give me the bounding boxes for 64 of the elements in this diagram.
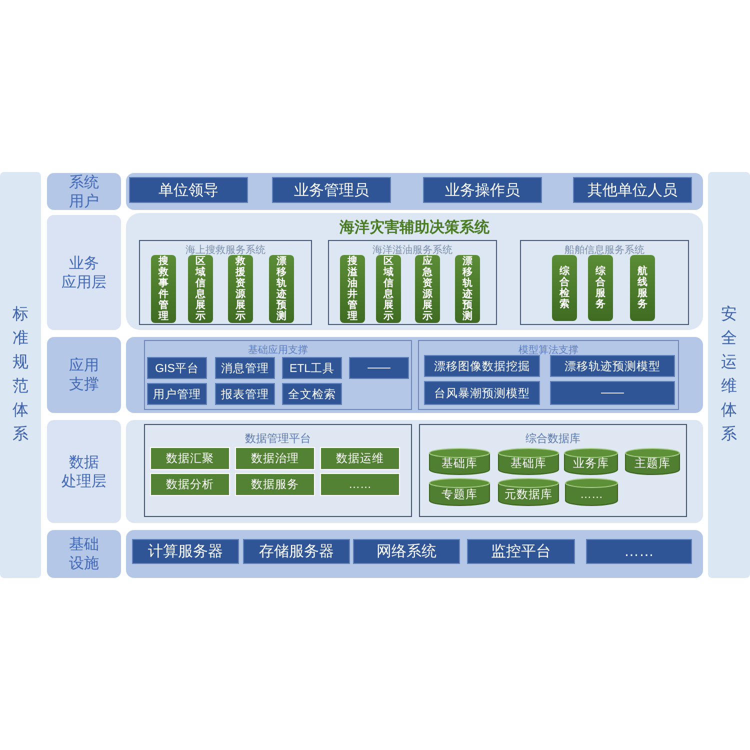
module-pill: 综合服务 bbox=[588, 255, 613, 321]
module-box: 数据服务 bbox=[235, 473, 315, 496]
layer-panel bbox=[126, 420, 703, 523]
panel-title: 海洋灾害辅助决策系统 bbox=[338, 218, 490, 237]
group-title: 综合数据库 bbox=[524, 432, 582, 446]
module-box: 用户管理 bbox=[147, 383, 207, 405]
module-box: …… bbox=[586, 539, 692, 564]
module-box: 存储服务器 bbox=[243, 539, 350, 564]
layer-panel bbox=[126, 173, 703, 210]
group-frame bbox=[418, 340, 679, 410]
module-pill: 搜救事件管理 bbox=[151, 255, 176, 323]
module-box: 漂移轨迹预测模型 bbox=[550, 355, 675, 377]
group-frame bbox=[419, 424, 687, 517]
group-title: 模型算法支撑 bbox=[518, 344, 580, 357]
module-box: 网络系统 bbox=[353, 539, 460, 564]
group-frame bbox=[144, 424, 412, 517]
module-box: 报表管理 bbox=[215, 383, 275, 405]
module-box: —— bbox=[550, 381, 675, 405]
module-box: ETL工具 bbox=[282, 357, 342, 379]
layer-label: 数据处理层 bbox=[47, 420, 121, 523]
side-panel: 安全运维体系 bbox=[708, 172, 750, 578]
group-frame bbox=[144, 340, 412, 410]
layer-panel bbox=[126, 337, 703, 413]
layer-label: 应用支撑 bbox=[47, 337, 121, 413]
module-box: 数据治理 bbox=[235, 447, 315, 470]
module-box: 消息管理 bbox=[215, 357, 275, 379]
layer-panel bbox=[126, 530, 703, 578]
module-box: 数据分析 bbox=[150, 473, 230, 496]
group-frame bbox=[139, 240, 312, 325]
group-title: 基础应用支撑 bbox=[247, 344, 309, 357]
module-pill: 综合检索 bbox=[552, 255, 577, 321]
module-pill: 搜溢油井管理 bbox=[340, 255, 365, 323]
module-pill: 救援资源展示 bbox=[228, 255, 253, 323]
module-box: 其他单位人员 bbox=[573, 177, 692, 203]
module-box: 数据汇聚 bbox=[150, 447, 230, 470]
module-box: GIS平台 bbox=[147, 357, 207, 379]
module-box: …… bbox=[320, 473, 400, 496]
module-box: 数据运维 bbox=[320, 447, 400, 470]
side-panel: 标准规范体系 bbox=[0, 172, 41, 578]
module-box: 单位领导 bbox=[129, 177, 248, 203]
group-frame bbox=[520, 240, 689, 325]
layer-label: 系统用户 bbox=[47, 173, 121, 210]
group-frame bbox=[328, 240, 497, 325]
module-box: 业务管理员 bbox=[272, 177, 391, 203]
module-pill: 应急资源展示 bbox=[415, 255, 440, 323]
module-box: 计算服务器 bbox=[132, 539, 239, 564]
module-box: 全文检索 bbox=[282, 383, 342, 405]
module-pill: 区域信息展示 bbox=[376, 255, 401, 323]
module-pill: 区域信息展示 bbox=[188, 255, 213, 323]
layer-panel bbox=[126, 213, 703, 330]
group-title: 数据管理平台 bbox=[244, 432, 312, 446]
module-box: —— bbox=[349, 357, 409, 379]
layer-label: 基础设施 bbox=[47, 530, 121, 578]
group-title: 海上搜救服务系统 bbox=[184, 244, 266, 256]
layer-label: 业务应用层 bbox=[47, 215, 121, 330]
module-box: 监控平台 bbox=[467, 539, 575, 564]
module-pill: 漂移轨迹预测 bbox=[269, 255, 294, 323]
module-box: 业务操作员 bbox=[423, 177, 542, 203]
group-title: 海洋溢油服务系统 bbox=[372, 244, 454, 256]
module-pill: 航线服务 bbox=[630, 255, 655, 321]
group-title: 船舶信息服务系统 bbox=[564, 244, 646, 257]
module-box: 台风暴潮预测模型 bbox=[424, 381, 540, 405]
module-pill: 漂移轨迹预测 bbox=[455, 255, 480, 323]
module-box: 漂移图像数据挖掘 bbox=[424, 355, 540, 377]
